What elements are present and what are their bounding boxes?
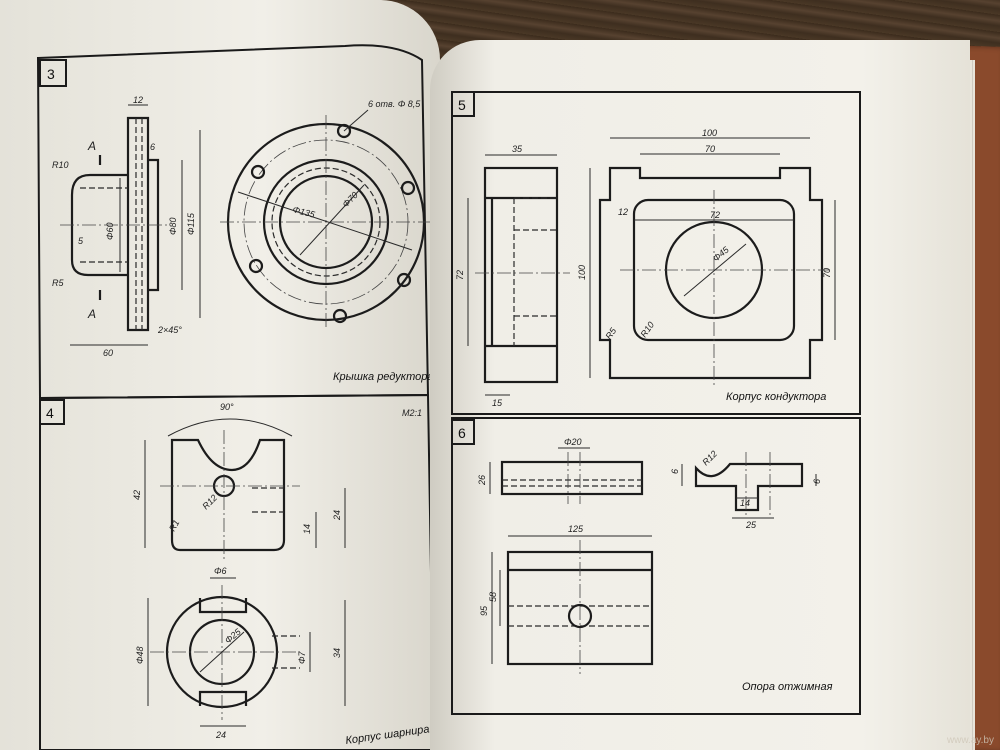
panel-3-number-box [39, 59, 67, 87]
dim-r10: R10 [52, 160, 69, 170]
dim-12-jig: 12 [618, 207, 628, 217]
left-page-drawings: 3 12 A A R10 6 Φ60 [36, 44, 436, 750]
dim-58: 58 [488, 592, 498, 602]
dim-12: 12 [133, 95, 143, 105]
panel-5: 5 35 72 15 [451, 91, 861, 415]
panel-3-caption: Крышка редуктора [333, 371, 433, 383]
dim-5: 5 [78, 236, 84, 246]
panel-4: 4 M2:1 90° 42 R12 R1 14 [39, 393, 436, 750]
panel-5-frame [451, 91, 861, 415]
dim-60: 60 [103, 348, 113, 358]
dim-24-bottom: 24 [215, 730, 226, 740]
panel-3-number: 3 [47, 66, 55, 82]
flange-side-view: 12 A A R10 6 Φ60 Φ80 Φ115 5 R5 60 [52, 95, 201, 358]
dim-6-left: 6 [670, 469, 680, 474]
panel-4-scale: M2:1 [402, 408, 422, 418]
hinge-top-view: 90° 42 R12 R1 14 24 [132, 402, 346, 560]
dim-phi135: Φ135 [291, 204, 316, 220]
panel-4-number: 4 [46, 405, 54, 421]
hinge-front-view: Φ6 Φ48 Φ25 Φ7 34 24 [135, 566, 346, 740]
panel-5-caption: Корпус кондуктора [726, 391, 826, 403]
panel-4-frame [39, 393, 436, 750]
panel-6-number: 6 [458, 425, 466, 441]
section-a-bottom: A [87, 307, 96, 321]
panel-3: 3 12 A A R10 6 Φ60 [36, 44, 433, 400]
panel-5-number-box [451, 91, 475, 117]
dim-r5: R5 [52, 278, 64, 288]
dim-72-side: 72 [455, 270, 465, 280]
dim-phi6: Φ6 [214, 566, 227, 576]
panel-6: 6 Φ20 26 6 [451, 417, 861, 715]
flange-front-view: 6 отв. Φ 8,5 Φ135 Φ70 [220, 99, 432, 330]
dim-phi25: Φ25 [223, 626, 244, 646]
dim-phi80: Φ80 [168, 217, 178, 235]
dim-26: 26 [477, 475, 487, 486]
dim-15: 15 [492, 398, 503, 408]
dim-r5-jig: R5 [603, 325, 618, 341]
dim-125: 125 [568, 524, 584, 534]
dim-24: 24 [332, 510, 342, 521]
jig-top-view: 100 70 12 72 100 Φ45 70 R5 R10 [577, 128, 836, 385]
panel-4-number-box [39, 399, 65, 425]
dim-r10-jig: R10 [638, 320, 656, 339]
support-front-view: 125 95 58 [479, 524, 654, 674]
dim-100-side: 100 [577, 265, 587, 280]
panel-4-caption: Корпус шарнира [345, 723, 430, 747]
dim-r12-support: R12 [700, 449, 719, 468]
dim-phi48: Φ48 [135, 646, 145, 664]
jig-side-view: 35 72 15 [455, 144, 570, 408]
dim-35: 35 [512, 144, 523, 154]
dim-phi20: Φ20 [564, 437, 582, 447]
section-a-top: A [87, 139, 96, 153]
right-page-drawings: 5 35 72 15 [451, 91, 861, 715]
dim-phi60: Φ60 [105, 222, 115, 240]
dim-holes: 6 отв. Φ 8,5 [368, 99, 421, 109]
dim-14-support: 14 [740, 498, 750, 508]
dim-72-top: 72 [710, 210, 720, 220]
dim-6: 6 [150, 142, 155, 152]
dim-70-top: 70 [705, 144, 715, 154]
dim-90deg: 90° [220, 402, 234, 412]
right-page: 5 35 72 15 [430, 40, 970, 750]
panel-6-frame [451, 417, 861, 715]
panel-5-number: 5 [458, 97, 466, 113]
panel-3-frame [36, 44, 430, 400]
support-top-view: Φ20 26 [477, 437, 644, 504]
dim-chamfer: 2×45° [157, 325, 182, 335]
dim-34: 34 [332, 648, 342, 658]
dim-phi115: Φ115 [186, 212, 196, 235]
dim-r12: R12 [200, 493, 219, 512]
dim-95: 95 [479, 605, 489, 616]
panel-6-number-box [451, 419, 475, 445]
dim-phi7: Φ7 [297, 650, 307, 664]
dim-42: 42 [132, 490, 142, 500]
dim-14: 14 [302, 524, 312, 534]
dim-25: 25 [745, 520, 757, 530]
dim-100-top: 100 [702, 128, 717, 138]
dim-6-right: 6 [812, 479, 822, 484]
dim-70-side: 70 [822, 268, 832, 278]
panel-6-caption: Опора отжимная [742, 681, 833, 693]
left-page: 3 12 A A R10 6 Φ60 [0, 0, 440, 750]
watermark: www.ay.by [946, 735, 994, 746]
dim-r1: R1 [167, 518, 181, 533]
support-section-view: 6 R12 6 14 25 [670, 449, 822, 530]
